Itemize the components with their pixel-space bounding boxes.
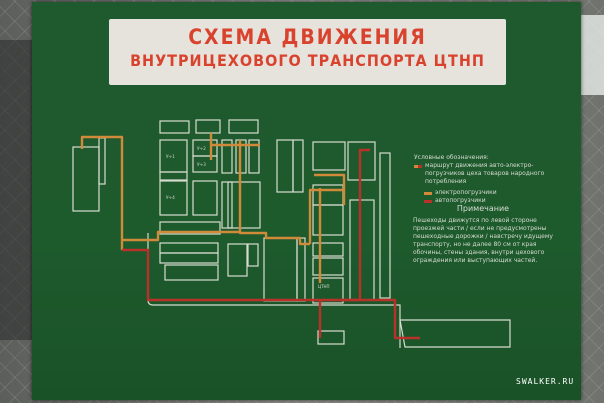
electro-swatch-icon xyxy=(424,192,432,195)
route-electropogruzchiki xyxy=(80,133,346,283)
map-label-ucha-3: Уч-3 xyxy=(197,162,206,167)
watermark: SWALKER.RU xyxy=(516,377,575,386)
legend: Условные обозначения: маршрут движения а… xyxy=(414,154,554,205)
title-panel: СХЕМА ДВИЖЕНИЯ ВНУТРИЦЕХОВОГО ТРАНСПОРТА… xyxy=(109,19,506,85)
legend-route-row: маршрут движения авто-электро-погрузчико… xyxy=(414,162,554,186)
left-window xyxy=(0,40,32,340)
title-line-1: СХЕМА ДВИЖЕНИЯ xyxy=(188,25,427,49)
notes-body: Пешеходы движутся по левой стороне проез… xyxy=(413,217,553,264)
legend-item-label: автопогрузчики xyxy=(435,197,486,204)
auto-swatch-icon xyxy=(424,200,432,203)
route-swatch-icon xyxy=(414,165,422,168)
map-label-ctnp: ЦТНП xyxy=(318,284,330,289)
legend-item-label: электропогрузчики xyxy=(435,189,497,196)
notes-header: Примечание xyxy=(456,204,510,213)
map-label-ucha-2: Уч-2 xyxy=(197,146,206,151)
route-avtopogruzchiki xyxy=(122,148,420,340)
right-window xyxy=(580,15,604,95)
notes-block: Примечание Пешеходы движутся по левой ст… xyxy=(413,205,553,265)
title-line-2: ВНУТРИЦЕХОВОГО ТРАНСПОРТА ЦТНП xyxy=(130,51,485,70)
legend-item-electro: электропогрузчики xyxy=(424,189,554,197)
legend-item-auto: автопогрузчики xyxy=(424,197,554,205)
map-label-ucha-1: Уч-1 xyxy=(166,154,175,159)
map-labels: Уч-1 Уч-2 Уч-3 Уч-4 ЦТНП xyxy=(166,146,330,289)
legend-route-desc: маршрут движения авто-электро-погрузчико… xyxy=(425,162,545,185)
legend-header: Условные обозначения: xyxy=(414,154,489,161)
map-label-ucha-4: Уч-4 xyxy=(166,195,175,200)
